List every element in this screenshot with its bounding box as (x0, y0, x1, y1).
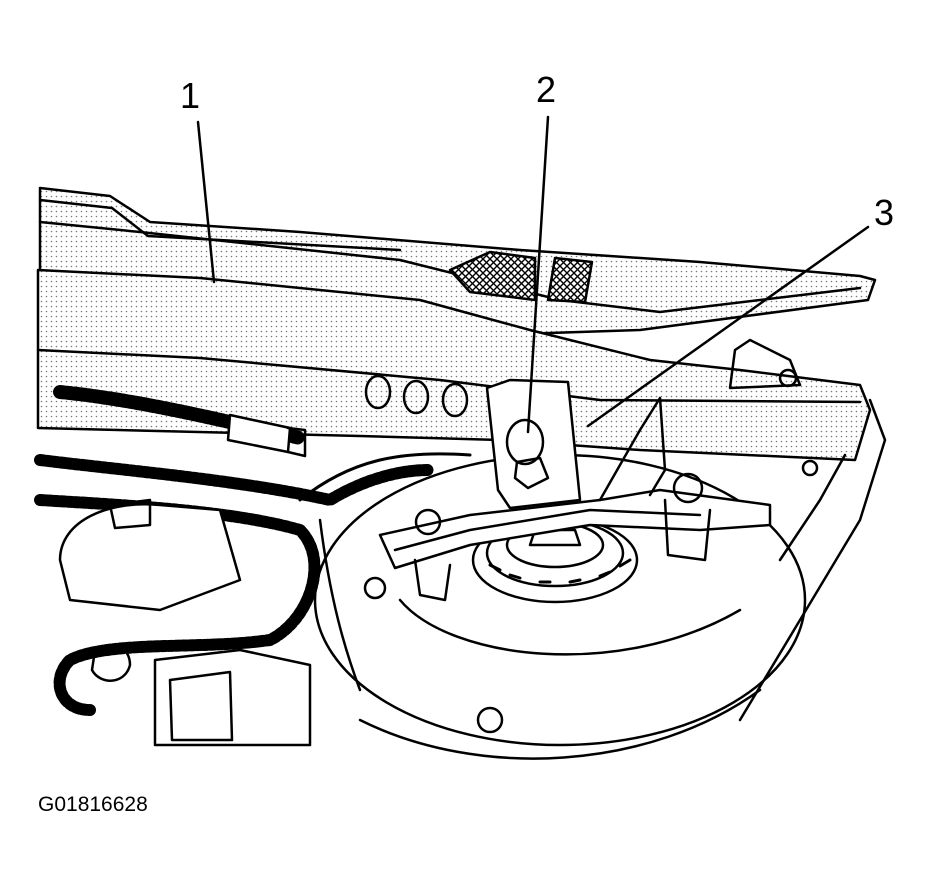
brace-bracket-edge (393, 508, 702, 552)
leader-line-1 (196, 120, 216, 284)
bolt-left-1 (363, 576, 387, 600)
bolt-left-2 (476, 706, 504, 734)
harness-connector-end (286, 426, 307, 458)
coolant-reservoir (58, 503, 242, 612)
bolt-left-3 (801, 459, 819, 477)
wiring-harness-lower (34, 454, 436, 506)
engine-block-face (168, 670, 234, 742)
brace-bracket-right-post (663, 498, 712, 562)
figure-code: G01816628 (38, 793, 148, 816)
nut-bracket (485, 378, 582, 510)
reservoir-cap (108, 498, 152, 530)
cowl-hole-1 (364, 374, 392, 410)
nut-bracket-hole (505, 418, 545, 466)
cowl-hole-2 (402, 379, 430, 415)
brace-bracket (378, 488, 772, 570)
engine-block (153, 648, 312, 747)
vent-grille-right (546, 256, 594, 304)
callout-1: 1 (180, 75, 201, 116)
cowl-hole-3 (441, 382, 469, 418)
brace-bracket-left-post (413, 558, 452, 602)
callout-3: 3 (874, 192, 895, 233)
vent-grille-left (448, 250, 537, 302)
leader-line-2 (526, 115, 550, 434)
cowl-upper-edge (38, 198, 402, 252)
leader-line-3 (586, 225, 870, 428)
strut-mount-ribs (488, 558, 632, 584)
harness-tube (298, 452, 472, 502)
brace-bracket-upright (598, 396, 667, 502)
strut-tower-lower (358, 688, 762, 760)
callout-2: 2 (536, 69, 557, 110)
harness-clip (90, 643, 132, 682)
brace-bolt-left (414, 508, 442, 536)
strut-tower-inner (398, 598, 742, 656)
harness-tube-2 (318, 518, 362, 692)
cowl-bottom-lip (36, 348, 862, 404)
fender-inner (778, 453, 847, 562)
right-bracket-bolt (778, 368, 798, 388)
brace-bolt-right (672, 472, 704, 504)
fender-edge (738, 398, 887, 722)
bracket-nut (513, 456, 550, 490)
